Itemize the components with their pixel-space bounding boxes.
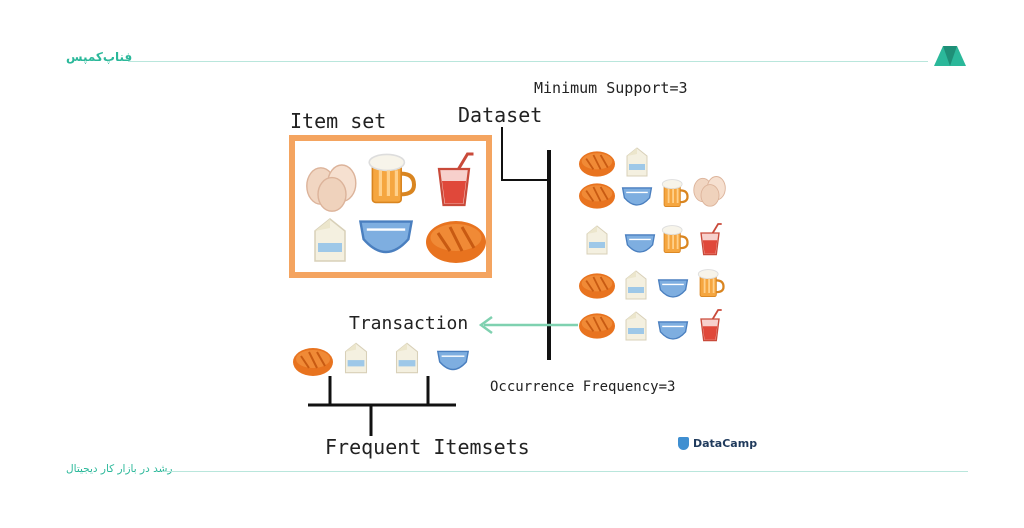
footer-divider	[162, 471, 968, 472]
transaction-row-5	[578, 309, 723, 342]
frequent-itemsets-tree	[308, 376, 456, 436]
transaction-row-2	[578, 176, 726, 210]
item-set-label: Item set	[290, 109, 387, 133]
transaction-row-3	[586, 223, 723, 256]
datacamp-logo-icon	[678, 437, 689, 450]
transaction-arrowhead	[478, 315, 493, 335]
datacamp-label: DataCamp	[693, 437, 758, 450]
frequent-items	[292, 342, 469, 377]
transaction-row-4	[578, 268, 725, 300]
occurrence-frequency-label: Occurrence Frequency=3	[490, 379, 676, 395]
dataset-connector	[501, 127, 548, 181]
item-set-contents	[306, 154, 488, 265]
brand-name: فناپ‌کمپس	[66, 50, 133, 64]
frequent-itemsets-label: Frequent Itemsets	[325, 435, 530, 459]
dataset-label: Dataset	[458, 103, 543, 127]
item-set-frame	[289, 135, 492, 278]
minimum-support-label: Minimum Support=3	[534, 79, 688, 97]
transaction-row-1	[578, 147, 648, 178]
footer-tagline: رشد در بازار کار دیجیتال	[66, 463, 173, 475]
transaction-label: Transaction	[349, 313, 469, 334]
logo-icon	[934, 46, 966, 66]
datacamp-watermark: DataCamp	[678, 437, 757, 450]
header-divider	[128, 61, 928, 62]
